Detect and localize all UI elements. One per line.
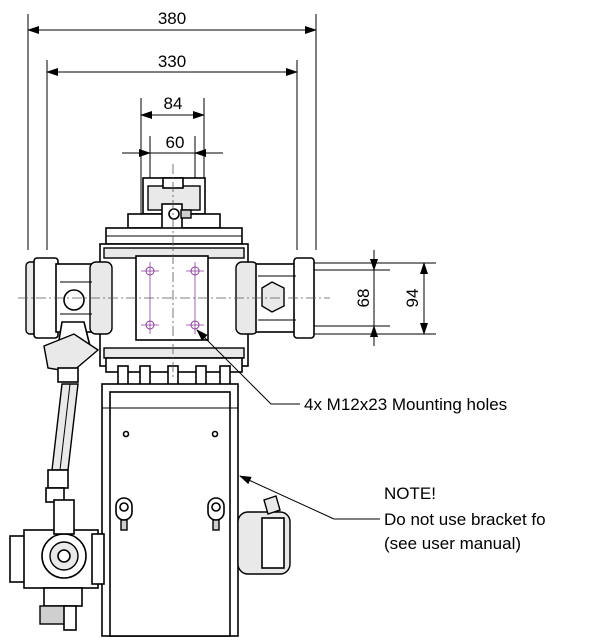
dim-label-330: 330 [158,52,186,71]
dimension-380: 380 [27,9,317,250]
dim-label-380: 380 [158,9,186,28]
dim-label-94: 94 [403,289,422,308]
bracket-housing [101,383,239,637]
note-line-2: (see user manual) [384,534,521,553]
mounting-holes [141,262,204,334]
actuator-top [127,177,221,231]
valve-body [99,227,249,373]
callout-note: NOTE! Do not use bracket fo (see user ma… [239,475,546,553]
left-port [25,257,113,339]
right-lower-pipe [237,495,291,575]
mounting-holes-label: 4x M12x23 Mounting holes [304,395,507,414]
center-lines [18,164,330,380]
dimension-94: 94 [300,262,436,335]
dimension-330: 330 [46,52,298,250]
dim-label-84: 84 [164,94,183,113]
callout-mounting-holes: 4x M12x23 Mounting holes [196,329,507,414]
note-line-1: Do not use bracket fo [384,510,546,529]
dim-label-60: 60 [166,133,185,152]
left-strainer-assembly [9,321,105,631]
note-title: NOTE! [384,484,436,503]
dim-label-68: 68 [354,289,373,308]
